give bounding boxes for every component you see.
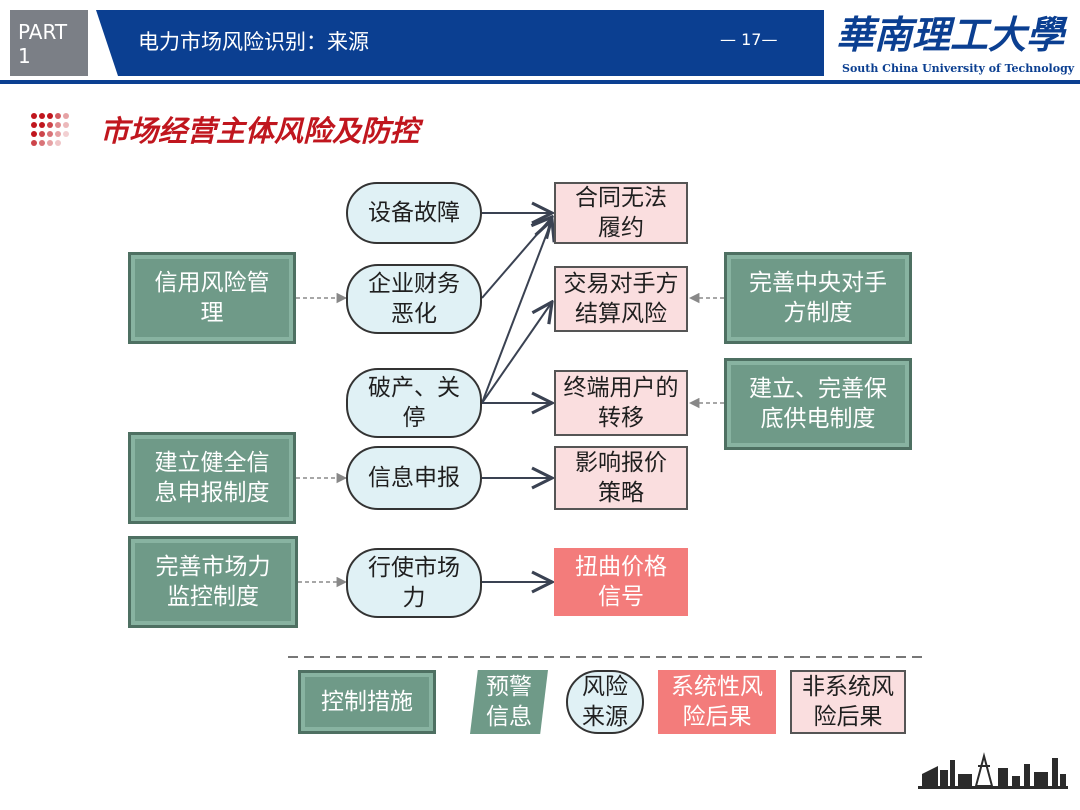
consequence-end-user-transfer: 终端用户的 转移 (554, 370, 688, 436)
control-credit-risk: 信用风险管 理 (128, 252, 296, 344)
part-label-text: PART 1 (18, 20, 68, 68)
risk-equipment-failure: 设备故障 (346, 182, 482, 244)
part-label: PART 1 (10, 10, 88, 76)
legend-nonsystemic: 非系统风 险后果 (790, 670, 906, 734)
legend-systemic: 系统性风 险后果 (658, 670, 776, 734)
dots-icon (31, 113, 69, 146)
legend-risk-source: 风险 来源 (566, 670, 644, 734)
consequence-price-distortion: 扭曲价格 信号 (554, 548, 688, 616)
control-supply-guarantee: 建立、完善保 底供电制度 (724, 358, 912, 450)
header-divider (0, 80, 1080, 84)
arrow-bankrupt-contract (481, 220, 552, 404)
control-market-monitor: 完善市场力 监控制度 (128, 536, 298, 628)
consequence-bid-strategy: 影响报价 策略 (554, 446, 688, 510)
page-number: — 17— (720, 30, 778, 49)
factory-skyline-icon (918, 752, 1068, 789)
logo-cn-text: 華南理工大學 (836, 12, 1068, 57)
logo-english: South China University of Technology (842, 62, 1075, 75)
control-central-counterparty: 完善中央对手 方制度 (724, 252, 912, 344)
risk-info-reporting: 信息申报 (346, 446, 482, 510)
control-info-system: 建立健全信 息申报制度 (128, 432, 296, 524)
risk-bankruptcy: 破产、关 停 (346, 368, 482, 438)
arrow-bankrupt-counterparty (481, 302, 552, 404)
legend-warning: 预警 信息 (470, 670, 548, 734)
consequence-contract-default: 合同无法 履约 (554, 182, 688, 244)
university-logo: 華南理工大學 (836, 12, 1068, 57)
arrow-finance-contract (481, 217, 552, 299)
section-title: 市场经营主体风险及防控 (100, 114, 420, 148)
risk-market-power: 行使市场 力 (346, 548, 482, 618)
slide-header-title: 电力市场风险识别：来源 (138, 30, 369, 54)
risk-finance-deterioration: 企业财务 恶化 (346, 264, 482, 334)
title-bar (96, 10, 824, 76)
legend-control: 控制措施 (298, 670, 436, 734)
consequence-counterparty-risk: 交易对手方 结算风险 (554, 266, 688, 332)
